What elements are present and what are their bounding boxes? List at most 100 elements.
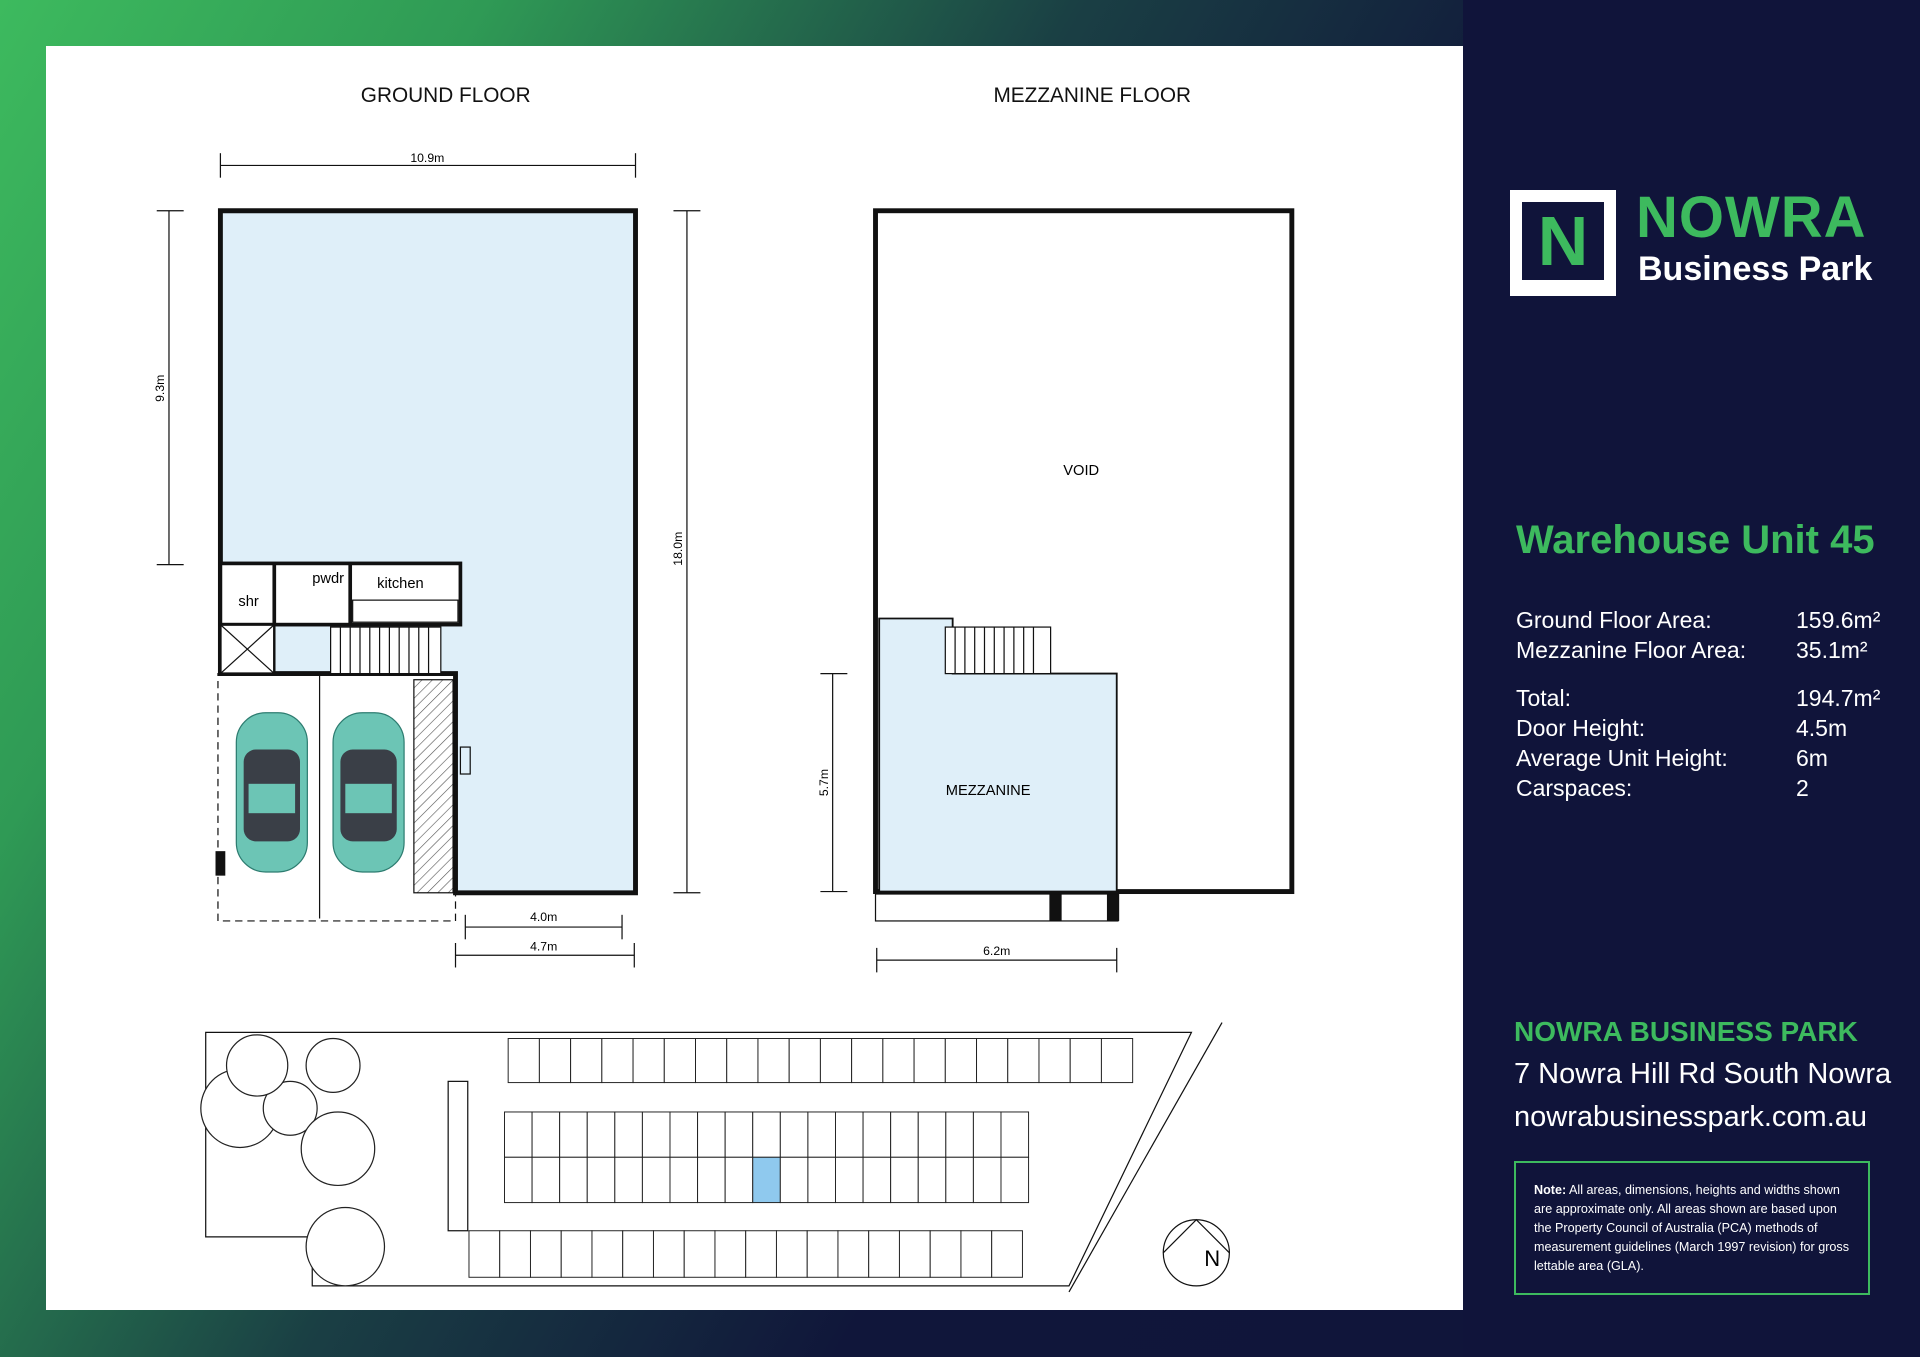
site-unit [683, 1230, 716, 1278]
mezzanine-label: MEZZANINE [946, 783, 1031, 799]
site-unit [882, 1038, 915, 1084]
site-unit [960, 1230, 993, 1278]
site-unit [745, 1230, 777, 1278]
site-unit [669, 1156, 699, 1204]
site-unit [1069, 1038, 1102, 1084]
website-link[interactable]: nowrabusinesspark.com.au [1514, 1101, 1868, 1133]
car-icon [235, 712, 308, 873]
site-unit [586, 1156, 616, 1204]
room-label-shower: shr [238, 594, 259, 610]
site-plan: N [200, 1022, 1230, 1293]
site-unit [538, 1038, 572, 1084]
site-unit [851, 1038, 884, 1084]
site-unit [890, 1156, 919, 1204]
site-unit [972, 1111, 1002, 1158]
site-unit [586, 1111, 616, 1158]
trees [200, 1034, 386, 1287]
site-unit [775, 1230, 808, 1278]
spec-value: 194.7m² [1796, 685, 1881, 711]
spec-row: Ground Floor Area: 159.6m² [1516, 607, 1896, 634]
site-unit [652, 1230, 685, 1278]
site-unit [976, 1038, 1009, 1084]
spec-row: Door Height:4.5m [1516, 715, 1896, 742]
site-unit [944, 1038, 978, 1084]
site-unit [1007, 1038, 1040, 1084]
site-unit [834, 1111, 864, 1158]
site-unit [504, 1111, 533, 1158]
site-unit [507, 1038, 540, 1084]
site-unit [559, 1156, 588, 1204]
site-unit [807, 1111, 836, 1158]
brand-name: NOWRA [1636, 185, 1867, 250]
void-label: VOID [1063, 463, 1099, 479]
site-unit [890, 1111, 919, 1158]
site-unit [834, 1156, 864, 1204]
site-unit [724, 1111, 754, 1158]
door-total-dim: 4.7m [530, 939, 557, 953]
park-name: NOWRA BUSINESS PARK [1514, 1016, 1858, 1047]
site-unit [726, 1038, 759, 1084]
site-unit [807, 1156, 836, 1204]
spec-value: 159.6m² [1796, 607, 1881, 633]
logo-letter: N [1537, 202, 1589, 280]
site-unit [917, 1111, 947, 1158]
site-unit [788, 1038, 821, 1084]
site-unit [641, 1111, 671, 1158]
site-unit [559, 1111, 588, 1158]
site-unit [757, 1038, 790, 1084]
ground-floor-title: GROUND FLOOR [361, 84, 531, 107]
site-unit [560, 1230, 593, 1278]
north-label: N [1204, 1246, 1220, 1271]
disclaimer-note: Note: All areas, dimensions, heights and… [1514, 1161, 1870, 1295]
site-unit [779, 1156, 809, 1204]
note-text: All areas, dimensions, heights and width… [1534, 1183, 1849, 1273]
logo-icon: N [1510, 190, 1616, 296]
spec-label: Ground Floor Area: [1516, 607, 1712, 633]
site-unit [991, 1230, 1023, 1278]
site-unit [868, 1230, 900, 1278]
spec-row: Average Unit Height:6m [1516, 745, 1896, 772]
site-unit [929, 1230, 962, 1278]
stairs [330, 626, 442, 675]
site-unit [529, 1230, 562, 1278]
ground-front-dim: 9.3m [153, 375, 167, 402]
spec-value: 35.1m² [1796, 637, 1868, 663]
site-unit [663, 1038, 696, 1084]
brand-subtitle: Business Park [1638, 250, 1873, 288]
site-unit [641, 1156, 671, 1204]
site-unit [591, 1230, 624, 1278]
mezz-width-dim: 6.2m [983, 944, 1010, 958]
spec-label: Carspaces: [1516, 775, 1633, 801]
site-unit [468, 1230, 501, 1278]
address: 7 Nowra Hill Rd South Nowra [1514, 1058, 1892, 1090]
car-icon [332, 712, 405, 873]
spec-label: Total: [1516, 685, 1571, 711]
site-unit [917, 1156, 947, 1204]
spec-label: Door Height: [1516, 715, 1646, 741]
site-unit [697, 1156, 726, 1204]
note-label: Note: [1534, 1183, 1567, 1197]
door-dim: 4.0m [530, 910, 557, 924]
site-unit [945, 1156, 974, 1204]
site-unit [806, 1230, 839, 1278]
site-unit [1100, 1038, 1134, 1084]
site-unit [669, 1111, 699, 1158]
highlighted-unit [752, 1156, 781, 1204]
mezz-depth-dim: 5.7m [817, 769, 831, 796]
site-unit [1038, 1038, 1071, 1084]
spec-row: Total: 194.7m² [1516, 685, 1896, 712]
ground-depth-dim: 18.0m [671, 532, 685, 566]
site-unit [499, 1230, 531, 1278]
site-unit [1000, 1111, 1030, 1158]
site-unit [862, 1111, 892, 1158]
site-unit [601, 1038, 634, 1084]
mezzanine-floor-title: MEZZANINE FLOOR [993, 84, 1191, 107]
site-unit [570, 1038, 603, 1084]
mezzanine-floor-plan: VOID MEZZANINE [873, 208, 1295, 922]
site-unit [862, 1156, 892, 1204]
site-unit [614, 1156, 643, 1204]
site-unit [779, 1111, 809, 1158]
site-unit [695, 1038, 728, 1084]
site-unit [504, 1156, 533, 1204]
